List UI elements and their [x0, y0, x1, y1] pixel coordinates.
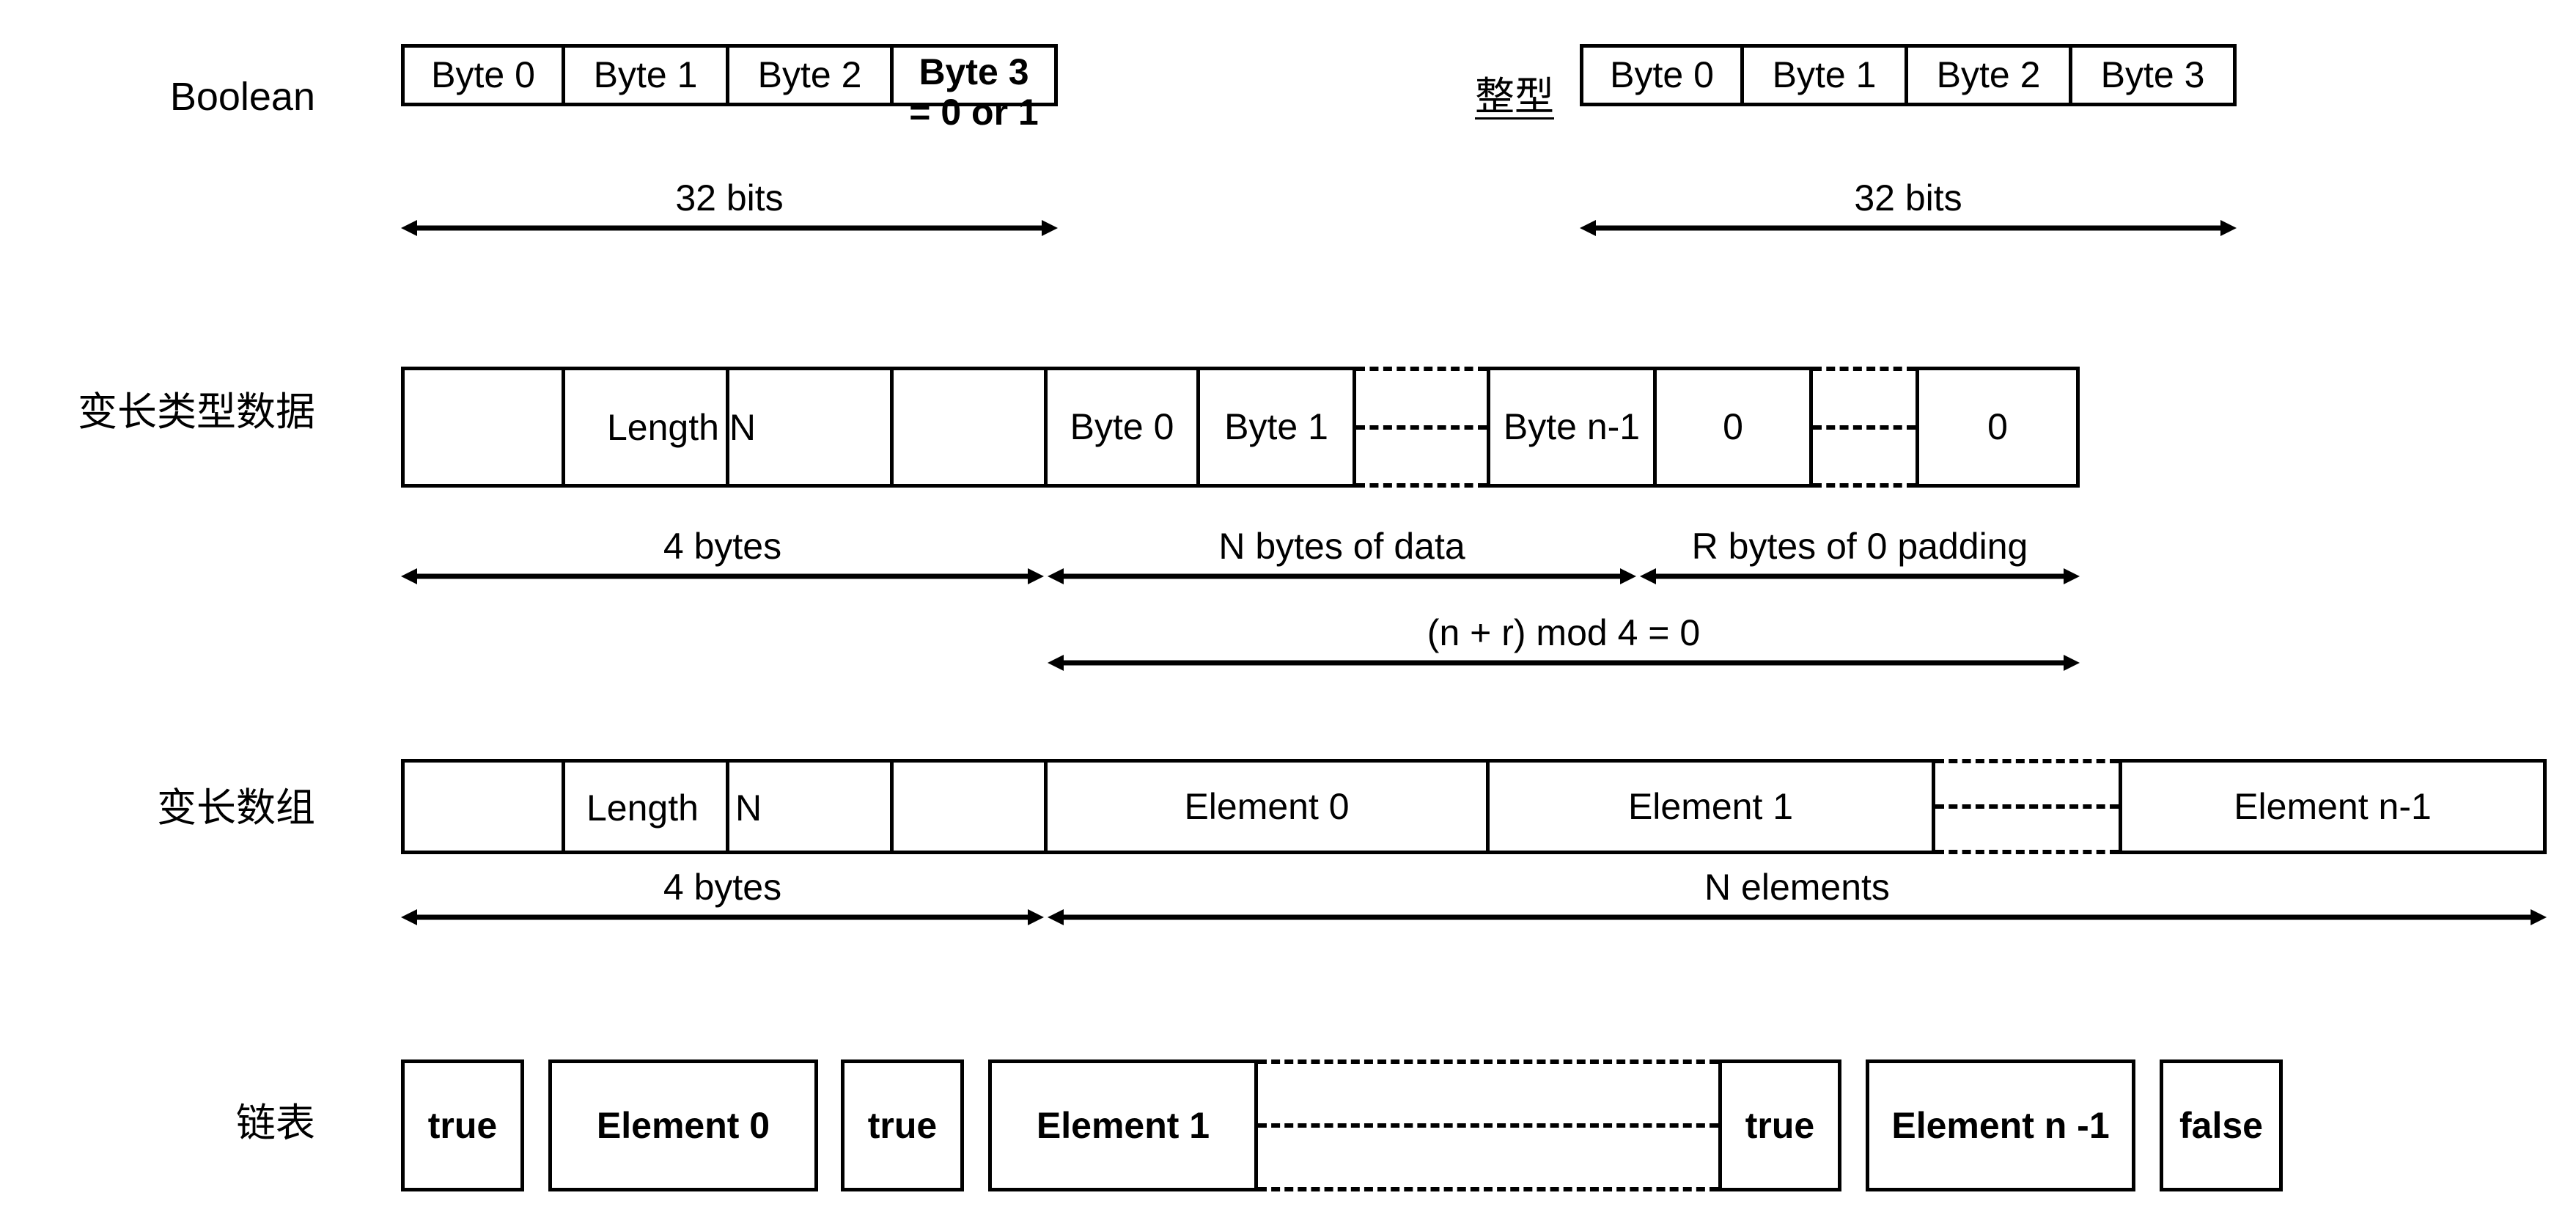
list-true-cell-2: true: [1718, 1059, 1841, 1191]
list-dash-midline: [1258, 1123, 1718, 1128]
varlen-length-n-text: Length N: [607, 407, 756, 448]
integer-byte-1-cell: Byte 1: [1744, 44, 1908, 106]
list-continuation-dashed: [1258, 1059, 1718, 1191]
row-label-varlen-data: 变长类型数据: [78, 390, 315, 434]
list-true-cell-0: true: [401, 1059, 524, 1191]
integer-byte-0-cell: Byte 0: [1580, 44, 1744, 106]
array-4bytes-label: 4 bytes: [663, 867, 782, 908]
integer-32bits-label: 32 bits: [1854, 177, 1962, 218]
varlen-padding-continuation-dashed: [1813, 367, 1916, 488]
array-length-word: Length: [586, 787, 699, 829]
varlen-mod-arrow: [1048, 651, 2080, 680]
varlen-byte-1-cell: Byte 1: [1200, 367, 1356, 488]
array-len-cell-2: [729, 759, 894, 854]
array-continuation-dashed: [1935, 759, 2119, 854]
boolean-byte-0-cell: Byte 0: [401, 44, 565, 106]
varlen-len-cell-1: [565, 367, 729, 488]
row-label-boolean: Boolean: [169, 75, 315, 119]
array-len-cell-1: [565, 759, 729, 854]
varlen-padding-label: R bytes of 0 padding: [1691, 526, 2028, 567]
boolean-byte-2-cell: Byte 2: [729, 44, 894, 106]
list-element-n1-cell: Element n -1: [1866, 1059, 2135, 1191]
boolean-32bits-arrow: [401, 216, 1058, 246]
varlen-4bytes-label: 4 bytes: [663, 526, 782, 567]
boolean-byte-3-line2: = 0 or 1: [909, 92, 1039, 133]
varlen-len-cell-3: [894, 367, 1058, 488]
row-label-varlen-array: 变长数组: [157, 786, 315, 830]
row-label-integer: 整型: [1475, 75, 1554, 119]
varlen-ndata-label: N bytes of data: [1218, 526, 1465, 567]
list-true-cell-1: true: [841, 1059, 964, 1191]
array-n-word: N: [735, 787, 762, 829]
varlen-4bytes-arrow: [401, 565, 1044, 594]
varlen-padding-dash-midline: [1813, 425, 1916, 430]
array-element-n1-cell: Element n-1: [2119, 759, 2547, 854]
boolean-byte-3-text: Byte 3 = 0 or 1: [872, 52, 1076, 133]
varlen-mod-label: (n + r) mod 4 = 0: [1427, 612, 1701, 653]
varlen-ndata-arrow: [1048, 565, 1636, 594]
varlen-data-continuation-dashed: [1356, 367, 1487, 488]
array-len-cell-3: [894, 759, 1058, 854]
boolean-32bits-label: 32 bits: [675, 177, 784, 218]
list-element-0-cell: Element 0: [548, 1059, 818, 1191]
varlen-len-cell-2: [729, 367, 894, 488]
array-nelements-arrow: [1048, 906, 2547, 935]
array-dash-midline: [1935, 804, 2119, 809]
boolean-byte-3-line1: Byte 3: [919, 51, 1029, 92]
array-element-0-cell: Element 0: [1044, 759, 1490, 854]
boolean-byte-1-cell: Byte 1: [565, 44, 729, 106]
integer-32bits-arrow: [1580, 216, 2237, 246]
varlen-data-dash-midline: [1356, 425, 1487, 430]
list-element-1-cell: Element 1: [988, 1059, 1258, 1191]
array-4bytes-arrow: [401, 906, 1044, 935]
array-len-cell-0: [401, 759, 565, 854]
list-false-cell: false: [2160, 1059, 2283, 1191]
varlen-zero-cell-a: 0: [1657, 367, 1813, 488]
array-element-1-cell: Element 1: [1490, 759, 1935, 854]
boolean-byte-3-cell: Byte 3 = 0 or 1: [894, 44, 1058, 133]
varlen-zero-cell-b: 0: [1916, 367, 2080, 488]
varlen-padding-arrow: [1640, 565, 2080, 594]
integer-byte-2-cell: Byte 2: [1908, 44, 2072, 106]
row-label-linked-list: 链表: [236, 1101, 315, 1145]
varlen-byte-n1-cell: Byte n-1: [1487, 367, 1657, 488]
integer-byte-3-cell: Byte 3: [2072, 44, 2237, 106]
varlen-byte-0-cell: Byte 0: [1044, 367, 1200, 488]
varlen-len-cell-0: [401, 367, 565, 488]
array-nelements-label: N elements: [1704, 867, 1890, 908]
